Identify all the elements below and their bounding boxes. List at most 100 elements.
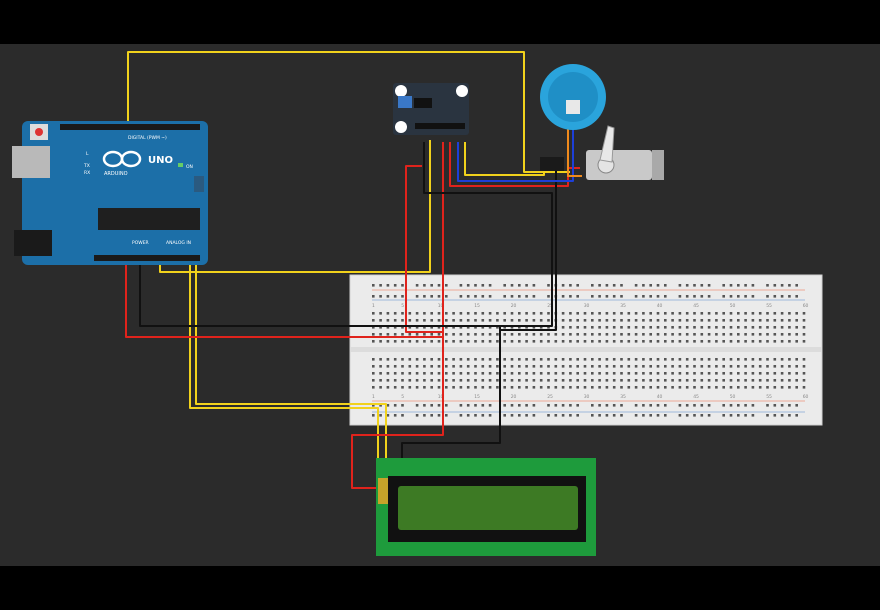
- breadboard-hole: [693, 333, 696, 336]
- breadboard-hole: [751, 326, 755, 329]
- breadboard-hole: [488, 333, 492, 336]
- breadboard-hole: [532, 295, 536, 298]
- breadboard-hole: [664, 326, 667, 329]
- breadboard-hole: [685, 326, 689, 329]
- breadboard-hole: [605, 326, 609, 329]
- breadboard-hole: [459, 312, 463, 315]
- arduino-board: UNO ARDUINO DIGITAL (PWM ~) POWER ANALOG…: [12, 121, 208, 265]
- breadboard-hole: [649, 284, 652, 287]
- breadboard-hole: [569, 386, 572, 389]
- breadboard-hole: [700, 284, 704, 287]
- mount-hole-tl: [395, 85, 407, 97]
- breadboard-hole: [788, 365, 791, 368]
- column-number-bottom: 5: [401, 394, 404, 400]
- buzzer-face: [548, 72, 598, 122]
- breadboard-hole: [766, 379, 769, 382]
- breadboard-hole: [693, 295, 696, 298]
- breadboard-hole: [386, 284, 390, 287]
- breadboard-hole: [510, 333, 514, 336]
- breadboard-hole: [518, 326, 521, 329]
- breadboard-hole: [561, 295, 565, 298]
- lcd-screen: [398, 486, 578, 530]
- breadboard-hole: [393, 333, 397, 336]
- breadboard-hole: [627, 365, 631, 368]
- breadboard-hole: [430, 379, 433, 382]
- on-label: ON: [186, 164, 193, 170]
- breadboard-hole: [591, 319, 594, 322]
- breadboard-hole: [802, 340, 806, 343]
- breadboard-hole: [664, 386, 667, 389]
- breadboard-hole: [634, 326, 638, 329]
- breadboard-hole: [634, 340, 638, 343]
- breadboard-hole: [518, 333, 521, 336]
- breadboard-hole: [554, 372, 558, 375]
- breadboard-hole: [393, 326, 397, 329]
- breadboard-hole: [707, 404, 711, 407]
- breadboard-hole: [780, 404, 784, 407]
- column-number-bottom: 1: [372, 394, 375, 400]
- servo-body: [586, 150, 652, 180]
- breadboard-hole: [795, 379, 798, 382]
- breadboard-hole: [576, 333, 579, 336]
- breadboard-hole: [569, 340, 572, 343]
- breadboard-hole: [488, 340, 492, 343]
- breadboard-hole: [554, 379, 558, 382]
- breadboard-hole: [707, 295, 711, 298]
- breadboard-hole: [466, 295, 470, 298]
- breadboard-hole: [598, 372, 601, 375]
- breadboard-hole: [437, 358, 441, 361]
- wire-blue: [457, 120, 574, 182]
- breadboard-hole: [591, 295, 594, 298]
- breadboard-hole: [430, 284, 433, 287]
- breadboard-hole: [379, 333, 382, 336]
- breadboard-hole: [423, 295, 426, 298]
- breadboard-hole: [656, 358, 660, 361]
- breadboard-hole: [583, 365, 587, 368]
- atmega-chip: [98, 208, 200, 230]
- column-number-top: 30: [584, 303, 590, 309]
- breadboard-hole: [780, 333, 784, 336]
- breadboard-hole: [729, 333, 733, 336]
- breadboard-hole: [525, 414, 528, 417]
- breadboard-hole: [751, 404, 755, 407]
- breadboard-hole: [445, 372, 448, 375]
- breadboard-hole: [576, 312, 579, 315]
- breadboard-hole: [437, 386, 441, 389]
- breadboard-hole: [554, 340, 558, 343]
- breadboard-hole: [372, 372, 375, 375]
- breadboard-hole: [510, 312, 514, 315]
- servo-motor: [540, 125, 664, 180]
- breadboard-hole: [474, 365, 477, 368]
- breadboard-hole: [547, 295, 550, 298]
- breadboard-hole: [591, 414, 594, 417]
- breadboard-hole: [737, 358, 740, 361]
- breadboard-hole: [459, 340, 463, 343]
- breadboard-hole: [466, 379, 470, 382]
- breadboard-hole: [518, 340, 521, 343]
- breadboard-hole: [802, 319, 806, 322]
- breadboard-hole: [466, 333, 470, 336]
- breadboard-hole: [780, 365, 784, 368]
- column-number-bottom: 55: [766, 394, 772, 400]
- breadboard-hole: [583, 312, 587, 315]
- breadboard-hole: [488, 295, 492, 298]
- breadboard-hole: [773, 414, 777, 417]
- breadboard-hole: [408, 386, 412, 389]
- breadboard-hole: [788, 319, 791, 322]
- breadboard-hole: [583, 386, 587, 389]
- breadboard-hole: [649, 386, 652, 389]
- breadboard-hole: [459, 372, 463, 375]
- breadboard-hole: [605, 284, 609, 287]
- breadboard-hole: [744, 414, 747, 417]
- breadboard-hole: [518, 386, 521, 389]
- breadboard-hole: [758, 333, 762, 336]
- breadboard-hole: [386, 414, 390, 417]
- breadboard-hole: [408, 319, 412, 322]
- breadboard-hole: [634, 358, 638, 361]
- breadboard-hole: [372, 386, 375, 389]
- column-number-top: 40: [657, 303, 663, 309]
- breadboard-hole: [795, 333, 798, 336]
- breadboard-hole: [488, 319, 492, 322]
- breadboard-hole: [751, 319, 755, 322]
- breadboard-hole: [766, 372, 769, 375]
